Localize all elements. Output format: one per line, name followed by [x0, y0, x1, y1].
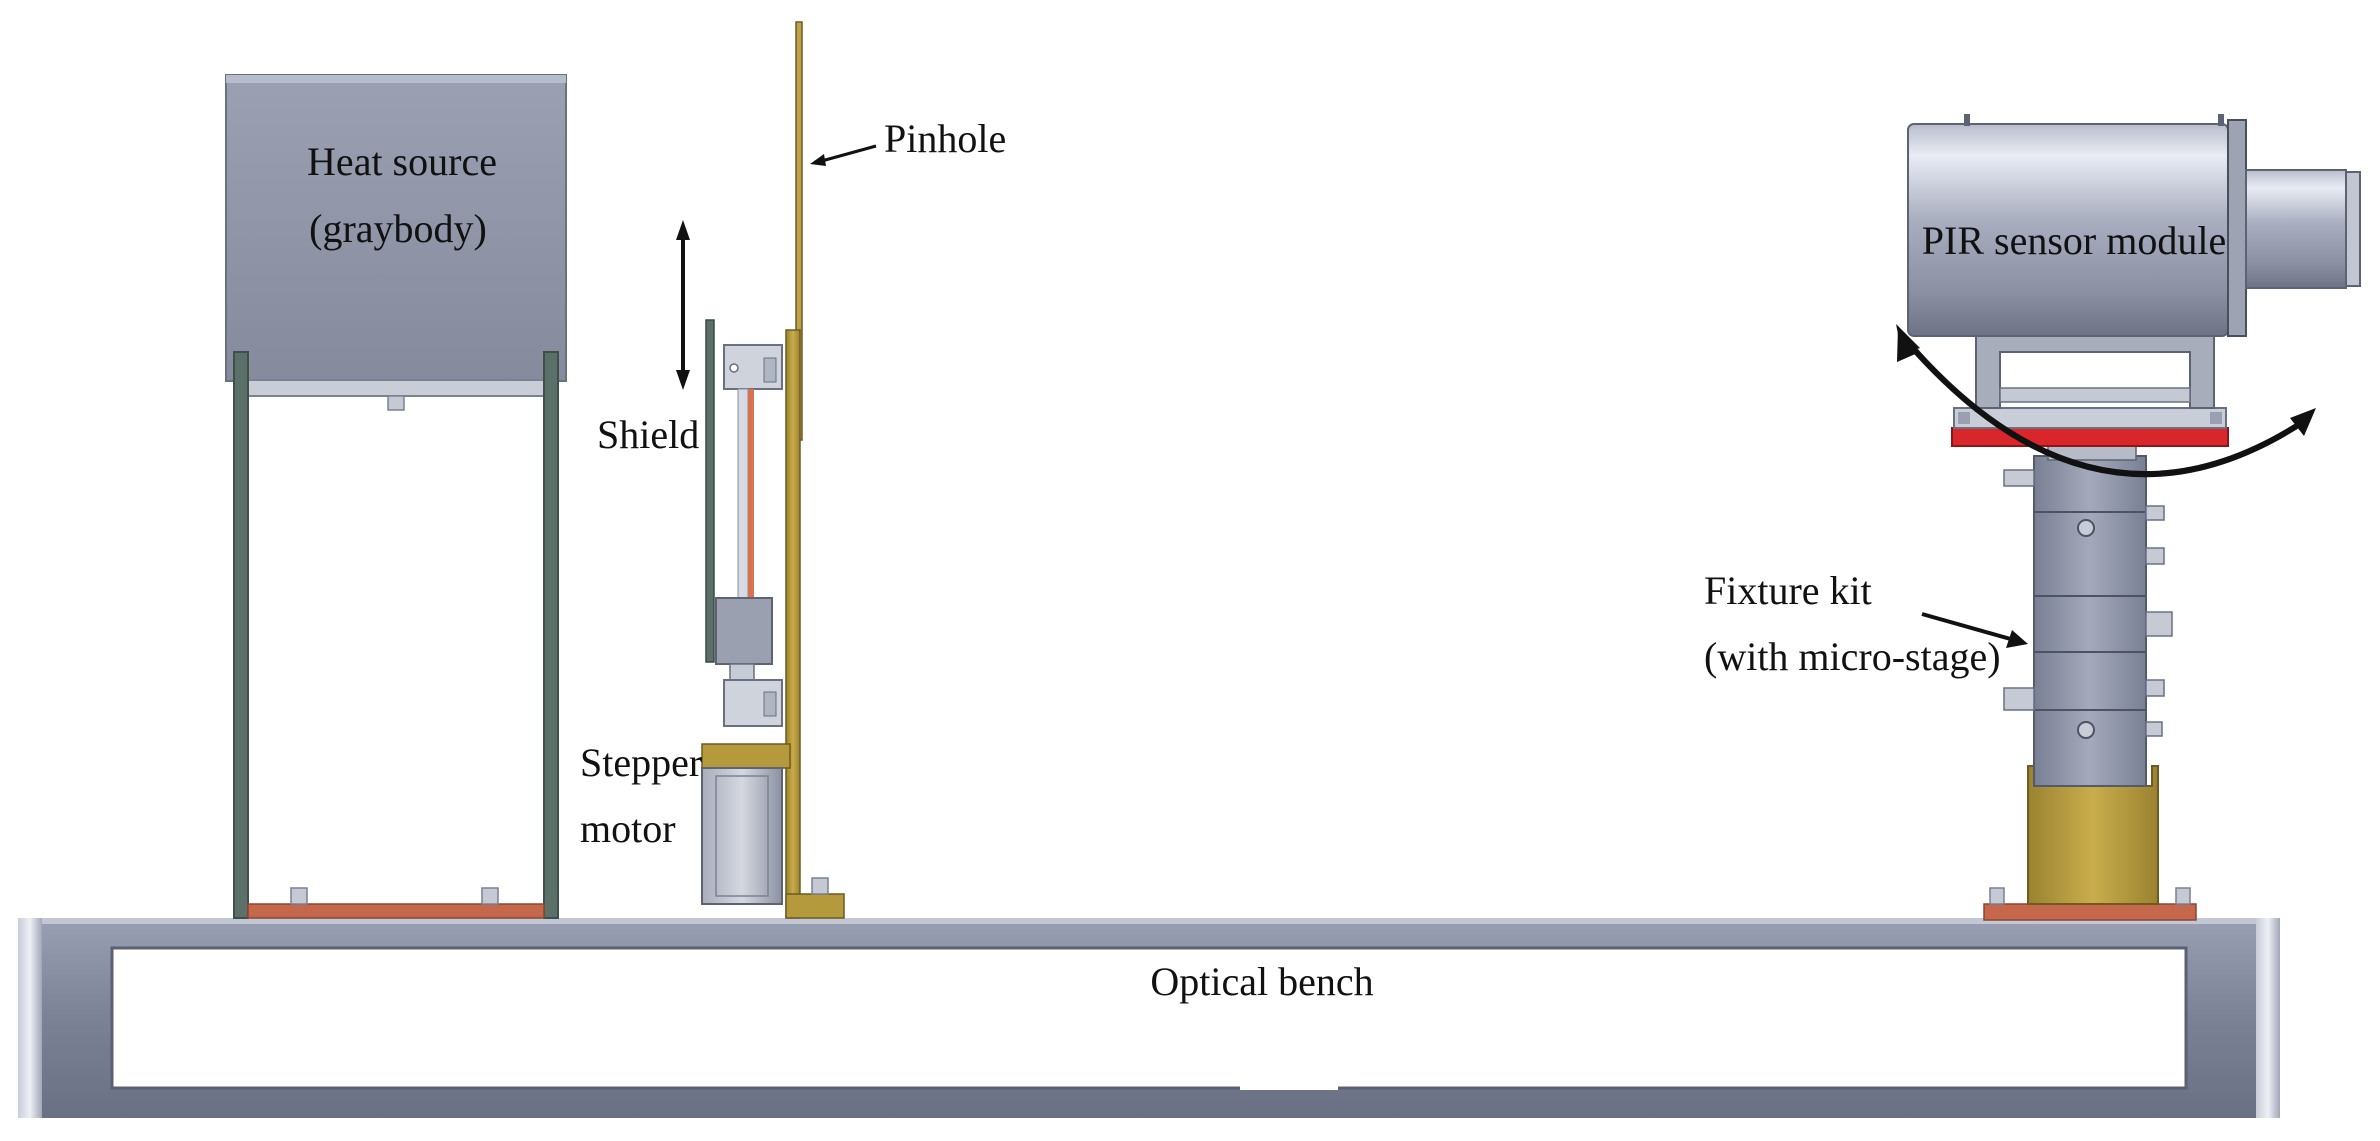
pir-sensor-flange [2227, 119, 2247, 337]
pir-sensor-top-tab-left [1964, 114, 1970, 126]
stage-knob-5 [2145, 721, 2163, 737]
stage-hole-lower [2077, 721, 2095, 739]
brass-upright [785, 329, 801, 919]
stage-hole-upper [2077, 519, 2095, 537]
shield-plate [705, 319, 715, 663]
shield-travel-arrow-up-head [676, 220, 690, 240]
heat-source-crossbar [237, 379, 559, 397]
heat-source-right-rail [543, 351, 559, 919]
lead-screw [737, 388, 749, 600]
heat-source-base-screw-left [290, 887, 308, 905]
heat-source-label-line2: (graybody) [309, 206, 487, 251]
heat-source-base-screw-right [481, 887, 499, 905]
bench-window-notch [1240, 1084, 1338, 1090]
heat-source: Heat source (graybody) [225, 74, 567, 919]
rotation-arc-head-left-fill [1897, 326, 1920, 362]
pinhole-assembly: Pinhole Shield Stepper motor [580, 21, 1006, 919]
bench-right-end [2256, 918, 2280, 1118]
carriage-block [715, 597, 773, 665]
fixture-base-plate [1983, 903, 2197, 921]
stage-knob-2 [2145, 547, 2165, 565]
pir-sensor-label: PIR sensor module [1922, 218, 2226, 263]
fixture-base-screw-right [2175, 887, 2191, 905]
upper-clamp-hole [729, 363, 739, 373]
heat-source-screw [387, 395, 405, 411]
rotation-arc [1901, 336, 2308, 478]
shield-label: Shield [597, 412, 699, 457]
stepper-motor [701, 767, 783, 905]
fixture-base-screw-left [1989, 887, 2005, 905]
bench-window [110, 946, 2188, 1090]
stepper-label-line2: motor [580, 806, 676, 851]
pir-sensor-assembly: PIR sensor module Fixture kit (with micr… [1704, 114, 2361, 921]
fixture-leader-line [1921, 612, 2015, 642]
stage-knob-1 [2145, 505, 2165, 521]
stepper-label-line1: Stepper [580, 740, 702, 785]
heat-source-top-edge [226, 75, 566, 83]
brass-foot [785, 893, 845, 919]
stage-side-knob-top [2003, 469, 2035, 487]
stage-knob-3 [2145, 611, 2173, 637]
heat-source-box [225, 74, 567, 382]
pir-lens-barrel [2245, 169, 2347, 289]
heat-source-label-line1: Heat source [307, 139, 497, 184]
pir-lens-rim [2345, 171, 2361, 287]
mount-plate [1953, 407, 2227, 429]
pinhole-leader-arrowhead [810, 154, 826, 166]
bench-top-edge [18, 918, 2280, 924]
rotation-arc-head-right [2290, 408, 2316, 436]
sensor-bracket-bar [1999, 387, 2191, 403]
stepper-motor-face [715, 775, 769, 897]
optical-bench: Optical bench [18, 918, 2280, 1118]
mount-plate-screw-left [1958, 412, 1970, 424]
pinhole-label: Pinhole [884, 116, 1006, 161]
fixture-leader-arrowhead [2006, 630, 2028, 648]
rotation-red-plate [1951, 427, 2229, 447]
stage-knob-4 [2145, 679, 2165, 697]
heat-source-left-rail [233, 351, 249, 919]
heat-source-base-plate [247, 903, 545, 919]
shield-travel-arrow-down-head [676, 370, 690, 390]
fixture-label-line2: (with micro-stage) [1704, 634, 2001, 679]
pinhole-leader-line [817, 144, 877, 164]
brass-foot-screw [811, 877, 829, 895]
bench-left-end [18, 918, 42, 1118]
lower-clamp-screw [763, 691, 777, 717]
optical-bench-label: Optical bench [1150, 959, 1373, 1004]
coupling [729, 663, 755, 681]
upper-clamp-screw [763, 357, 777, 383]
stage-side-knob-left [2003, 687, 2035, 711]
lead-screw-belt [748, 389, 754, 599]
fixture-label-line1: Fixture kit [1704, 568, 1872, 613]
pir-sensor-top-tab-right [2218, 114, 2224, 126]
mount-plate-screw-right [2210, 412, 2222, 424]
motor-bracket [701, 743, 791, 769]
